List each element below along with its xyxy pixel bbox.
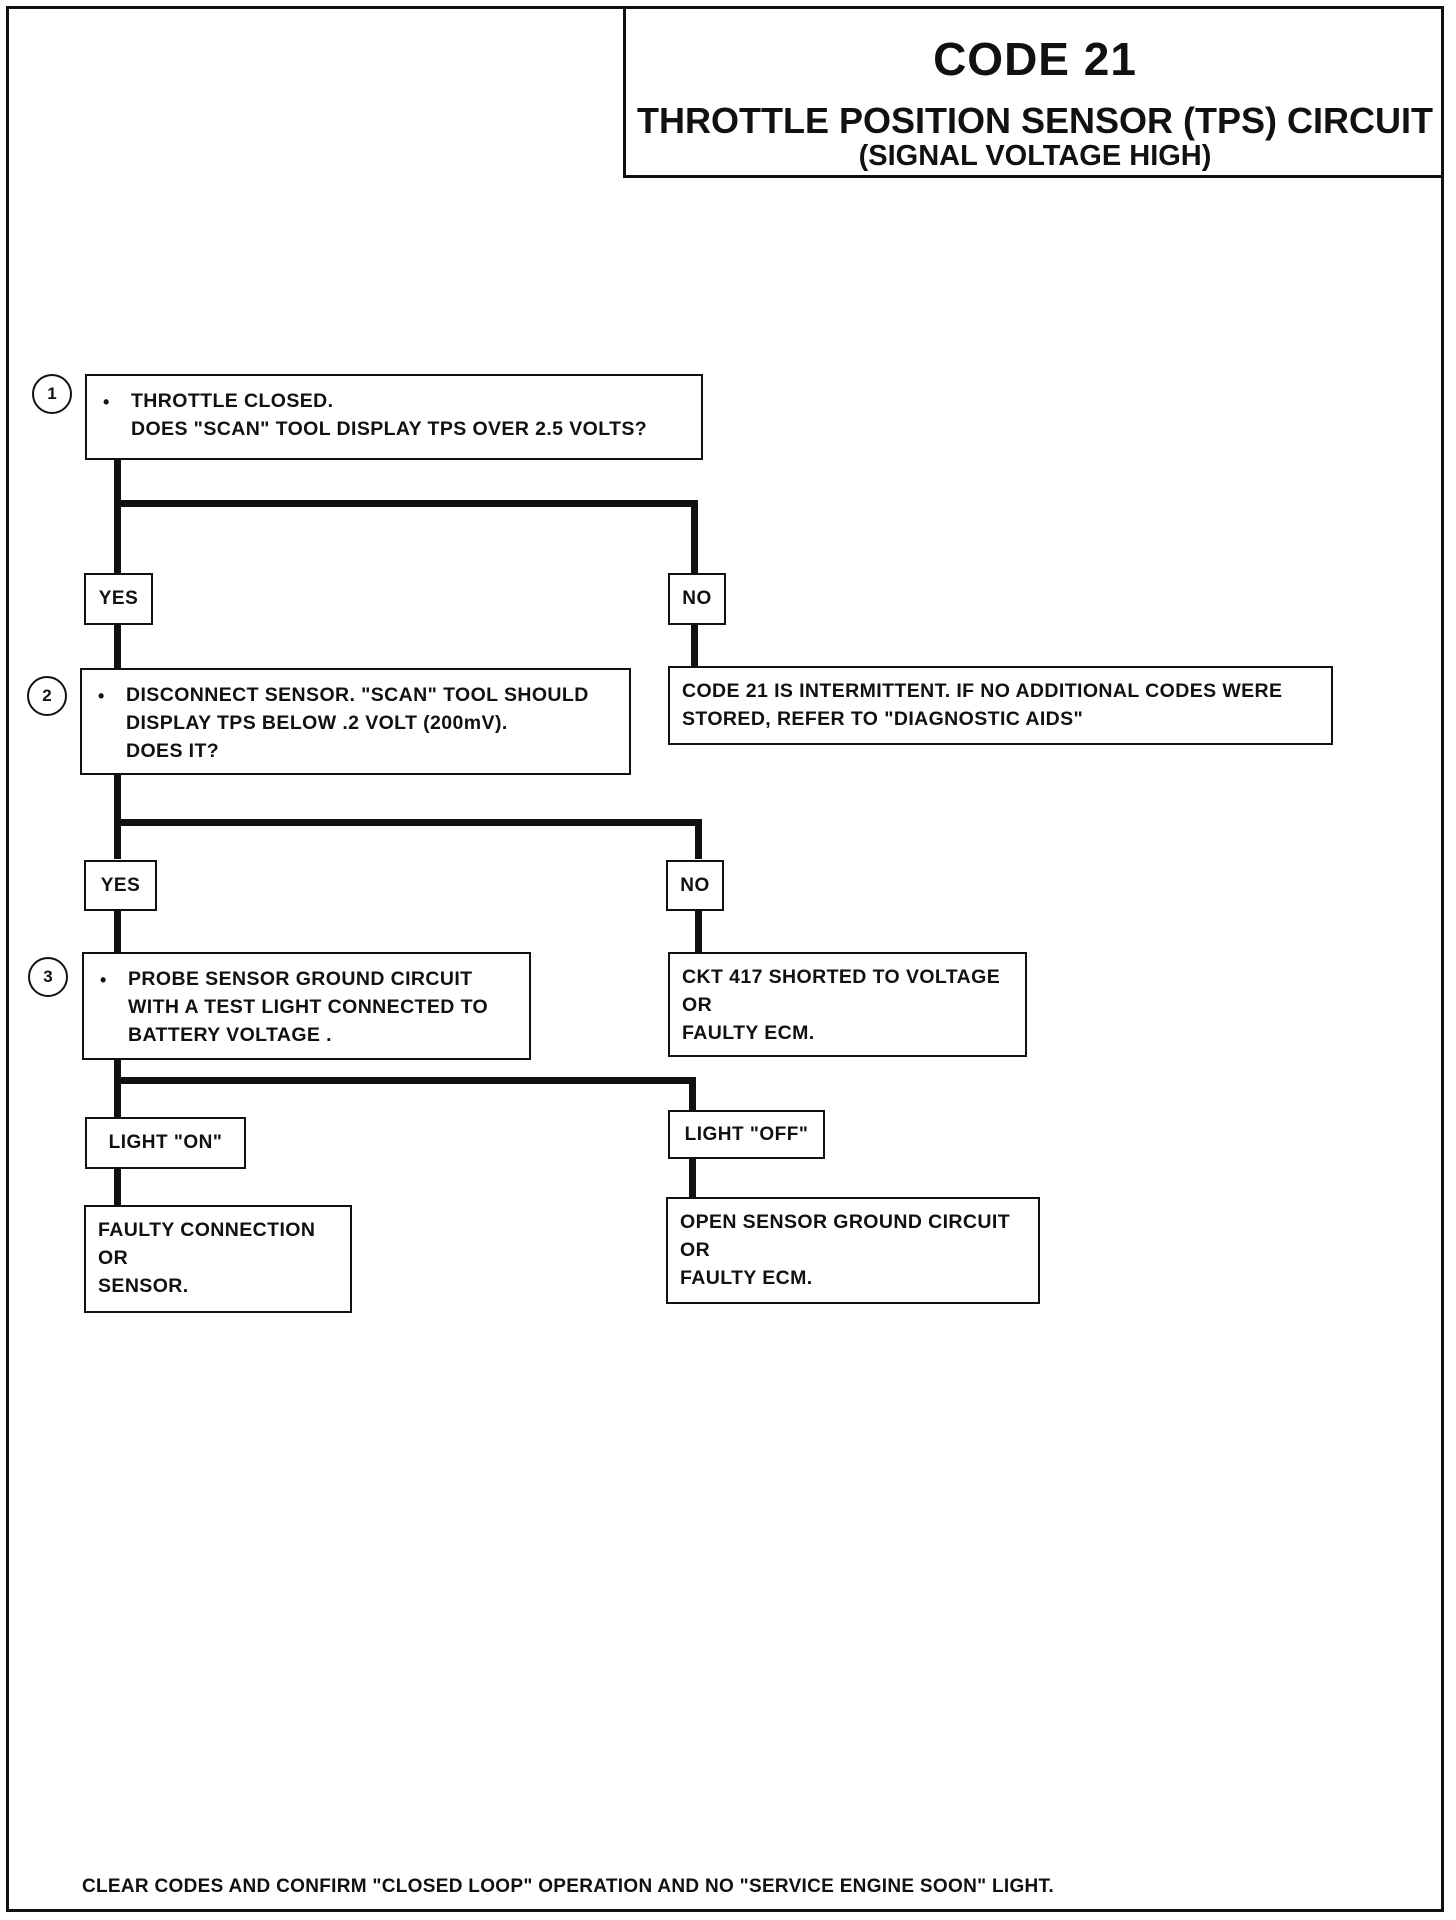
connector <box>691 500 698 575</box>
connector <box>689 1077 696 1112</box>
bullet-icon: • <box>103 392 110 412</box>
step-3-line: PROBE SENSOR GROUND CIRCUIT <box>128 968 473 990</box>
bullet-icon: • <box>100 970 107 990</box>
step-2-line: DISPLAY TPS BELOW .2 VOLT (200mV). <box>126 712 508 734</box>
result-line: OR <box>682 994 713 1016</box>
connector <box>114 1077 696 1084</box>
connector <box>114 500 698 507</box>
page-frame <box>6 6 1444 1912</box>
step-number-3: 3 <box>28 957 68 997</box>
result-line: OR <box>680 1239 711 1261</box>
step-number-label: 3 <box>43 967 53 986</box>
result-line: CKT 417 SHORTED TO VOLTAGE <box>682 966 1001 988</box>
diagram-subtitle: (SIGNAL VOLTAGE HIGH) <box>858 140 1212 172</box>
step-number-2: 2 <box>27 676 67 716</box>
connector <box>114 819 702 826</box>
result-line: SENSOR. <box>98 1275 189 1297</box>
result-faulty-connection: FAULTY CONNECTION OR SENSOR. <box>84 1205 352 1313</box>
bullet-icon: • <box>98 686 105 706</box>
step-2-line: DOES IT? <box>126 740 220 762</box>
connector <box>114 909 121 954</box>
result-shorted-to-voltage: CKT 417 SHORTED TO VOLTAGE OR FAULTY ECM… <box>668 952 1027 1057</box>
connector <box>114 458 121 575</box>
connector <box>114 1167 121 1207</box>
diagram-code: CODE 21 <box>933 33 1137 85</box>
step-2-box: • DISCONNECT SENSOR. "SCAN" TOOL SHOULD … <box>80 668 631 775</box>
connector <box>114 773 121 859</box>
result-line: FAULTY ECM. <box>680 1267 813 1289</box>
branch-label-no: NO <box>666 860 724 911</box>
connector <box>695 819 702 859</box>
result-line: FAULTY CONNECTION <box>98 1219 316 1241</box>
step-2-line: DISCONNECT SENSOR. "SCAN" TOOL SHOULD <box>126 684 589 706</box>
connector <box>695 909 702 954</box>
step-1-line: DOES "SCAN" TOOL DISPLAY TPS OVER 2.5 VO… <box>131 418 648 440</box>
branch-label-yes: YES <box>84 573 153 625</box>
step-1-line: THROTTLE CLOSED. <box>131 390 334 412</box>
step-number-label: 1 <box>47 384 57 403</box>
branch-label-yes: YES <box>84 860 157 911</box>
step-number-label: 2 <box>42 686 52 705</box>
step-1-box: • THROTTLE CLOSED. DOES "SCAN" TOOL DISP… <box>85 374 703 460</box>
footer-instruction: CLEAR CODES AND CONFIRM "CLOSED LOOP" OP… <box>82 1876 1054 1897</box>
step-3-box: • PROBE SENSOR GROUND CIRCUIT WITH A TES… <box>82 952 531 1060</box>
connector <box>689 1157 696 1199</box>
step-3-line: WITH A TEST LIGHT CONNECTED TO <box>128 996 489 1018</box>
step-3-line: BATTERY VOLTAGE . <box>128 1024 332 1046</box>
connector <box>114 1058 121 1119</box>
title-block: CODE 21 THROTTLE POSITION SENSOR (TPS) C… <box>623 6 1444 178</box>
connector <box>691 623 698 668</box>
result-line: OR <box>98 1247 129 1269</box>
diagram-title: THROTTLE POSITION SENSOR (TPS) CIRCUIT <box>636 100 1433 141</box>
result-line: STORED, REFER TO "DIAGNOSTIC AIDS" <box>682 708 1084 730</box>
step-number-1: 1 <box>32 374 72 414</box>
branch-label-light-off: LIGHT "OFF" <box>668 1110 825 1159</box>
connector <box>114 623 121 670</box>
branch-label-light-on: LIGHT "ON" <box>85 1117 246 1169</box>
result-line: OPEN SENSOR GROUND CIRCUIT <box>680 1211 1011 1233</box>
result-line: CODE 21 IS INTERMITTENT. IF NO ADDITIONA… <box>682 680 1283 702</box>
result-line: FAULTY ECM. <box>682 1022 815 1044</box>
result-open-ground: OPEN SENSOR GROUND CIRCUIT OR FAULTY ECM… <box>666 1197 1040 1304</box>
branch-label-no: NO <box>668 573 726 625</box>
result-intermittent: CODE 21 IS INTERMITTENT. IF NO ADDITIONA… <box>668 666 1333 745</box>
